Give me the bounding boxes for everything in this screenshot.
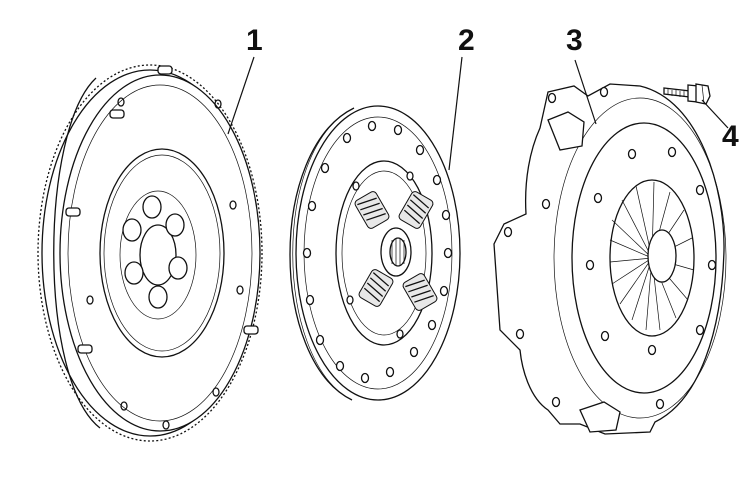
leader-line-1	[227, 56, 255, 135]
clutch-disc	[289, 105, 461, 401]
clutch-disc-splined-hub	[380, 227, 412, 277]
callout-3-pressure-plate: 3	[566, 24, 583, 57]
clutch-disc-damper-springs	[354, 191, 438, 311]
leader-line-4	[701, 99, 729, 129]
pressure-plate-cover-outline	[493, 83, 725, 435]
pressure-plate-bolt	[663, 83, 711, 105]
flywheel-face-holes	[86, 97, 244, 430]
callout-1-flywheel: 1	[246, 24, 263, 57]
leader-line-2	[448, 56, 463, 171]
flywheel	[37, 64, 263, 442]
pressure-plate-diaphragm-spring	[609, 179, 695, 337]
flywheel-dowel-pins	[65, 65, 259, 354]
flywheel-bolt-bosses	[122, 195, 188, 309]
callout-2-clutch-disc: 2	[458, 24, 475, 57]
pressure-plate-rivets	[503, 86, 717, 410]
leader-line-3	[574, 59, 597, 125]
callout-4-bolt: 4	[722, 120, 739, 153]
pressure-plate	[493, 83, 727, 435]
clutch-disc-rivets	[302, 120, 453, 384]
